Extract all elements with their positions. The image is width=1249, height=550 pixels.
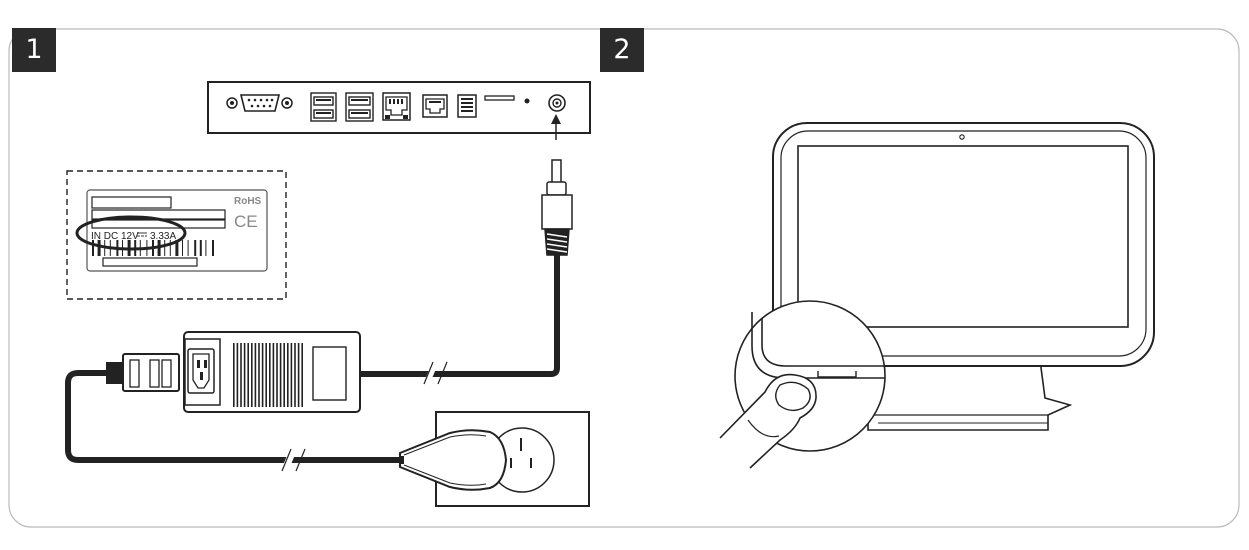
dc-jack-icon: [548, 94, 566, 112]
camera-icon: [959, 134, 965, 140]
rear-io-panel: [207, 81, 591, 134]
iec-connector: [106, 353, 180, 392]
usb-port-icon: [310, 92, 374, 122]
ethernet-port-icon: [382, 92, 477, 121]
power-adapter-icon: [183, 331, 361, 413]
dc-plug-icon: [541, 159, 573, 256]
step-1-badge: 1: [12, 28, 56, 72]
sd-slot-icon: [484, 95, 515, 101]
wall-outlet-icon: [435, 411, 590, 507]
current-text: 3.33A: [150, 231, 176, 242]
cable-break: [423, 359, 448, 387]
rating-highlight: [75, 215, 187, 251]
ce-mark: CE: [234, 212, 258, 231]
dc-symbol: [137, 232, 147, 237]
hand-icon: [719, 373, 817, 469]
rohs-mark: RoHS: [234, 196, 262, 207]
serial-port-icon: [226, 94, 293, 112]
rating-text: IN DC 12V: [91, 231, 139, 242]
ac-cable: [65, 370, 400, 463]
power-plug-icon: [399, 429, 508, 491]
touchscreen-terminal-icon: [772, 122, 1155, 431]
step-2-badge: 2: [600, 28, 644, 72]
power-rating-label: RoHS CE IN DC 12V 3.33A: [66, 170, 287, 300]
dc-cable: [360, 255, 560, 377]
insert-arrow: [551, 114, 561, 140]
